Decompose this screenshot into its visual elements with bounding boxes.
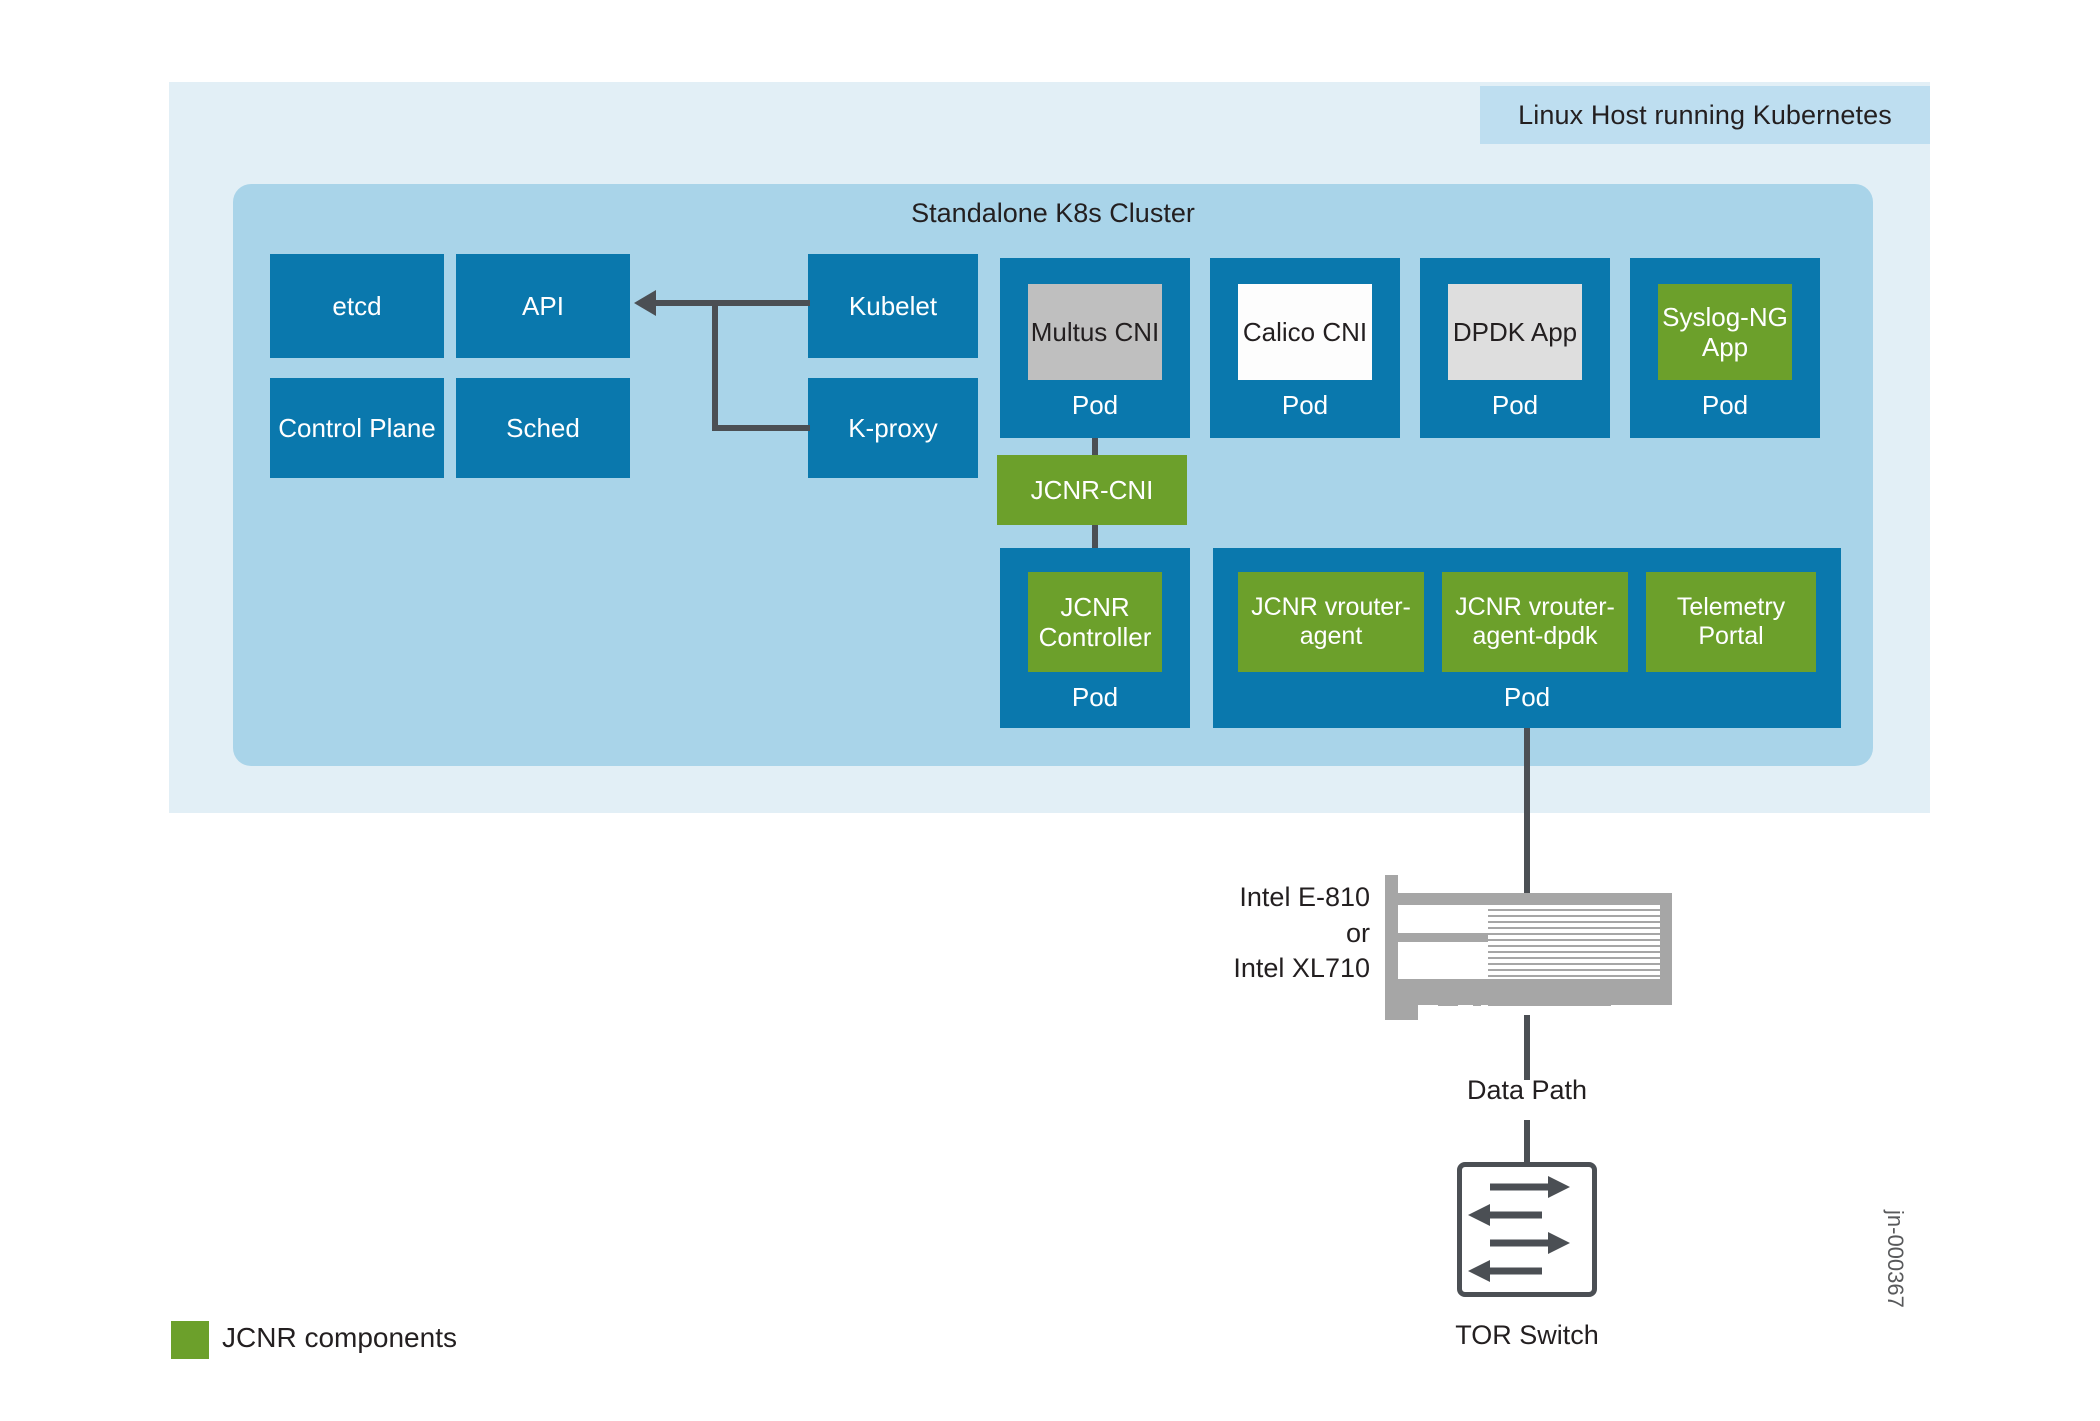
pod-multus-cni: Multus CNI Pod <box>1000 258 1190 438</box>
pod-caption: Pod <box>1071 682 1119 712</box>
component-etcd: etcd <box>270 254 444 358</box>
component-multus-cni: Multus CNI <box>1028 284 1162 380</box>
pod-jcnr-controller: JCNR Controller Pod <box>1000 548 1190 728</box>
pod-calico-cni: Calico CNI Pod <box>1210 258 1400 438</box>
connector-jcnr-cni-to-controller <box>1092 525 1098 550</box>
connector-multus-to-jcnr-cni <box>1092 438 1098 458</box>
nic-heatsink-icon <box>1488 905 1660 979</box>
arrowhead-to-api-icon <box>634 290 656 316</box>
pod-caption: Pod <box>1071 390 1119 420</box>
component-api: API <box>456 254 630 358</box>
nic-label-line2: or <box>1345 917 1370 948</box>
component-jcnr-cni: JCNR-CNI <box>997 455 1187 525</box>
tor-switch-icon <box>1457 1162 1597 1297</box>
connector-nic-to-datapath <box>1524 1015 1530 1080</box>
component-telemetry-portal: Telemetry Portal <box>1646 572 1816 672</box>
legend-label-jcnr: JCNR components <box>222 1322 457 1353</box>
legend-swatch-jcnr <box>171 1321 209 1359</box>
figure-id-watermark: jn-000367 <box>1883 1210 1908 1308</box>
data-path-label: Data Path <box>1466 1075 1588 1105</box>
connector-kubelet-to-api <box>655 300 810 306</box>
connector-datapath-to-tor <box>1524 1120 1530 1165</box>
component-syslog-ng-app: Syslog-NG App <box>1658 284 1792 380</box>
pod-caption: Pod <box>1281 390 1329 420</box>
pod-jcnr-vrouter: JCNR vrouter-agent JCNR vrouter-agent-dp… <box>1213 548 1841 728</box>
component-sched: Sched <box>456 378 630 478</box>
component-dpdk-app: DPDK App <box>1448 284 1582 380</box>
component-jcnr-controller: JCNR Controller <box>1028 572 1162 672</box>
component-control-plane: Control Plane <box>270 378 444 478</box>
tor-switch-arrows-icon <box>1468 1176 1570 1282</box>
pod-caption: Pod <box>1701 390 1749 420</box>
connector-pod-to-nic <box>1524 728 1530 896</box>
component-k-proxy: K-proxy <box>808 378 978 478</box>
tor-switch-label: TOR Switch <box>1455 1320 1599 1350</box>
nic-label-line3: Intel XL710 <box>1233 953 1370 984</box>
connector-kproxy-to-junction <box>712 425 810 431</box>
pod-caption: Pod <box>1491 390 1539 420</box>
nic-label-line1: Intel E-810 <box>1239 882 1370 912</box>
component-calico-cni: Calico CNI <box>1238 284 1372 380</box>
component-jcnr-vrouter-agent-dpdk: JCNR vrouter-agent-dpdk <box>1442 572 1628 672</box>
nic-card-icon <box>1385 875 1685 1020</box>
pod-syslog-ng-app: Syslog-NG App Pod <box>1630 258 1820 438</box>
pod-dpdk-app: DPDK App Pod <box>1420 258 1610 438</box>
pod-caption: Pod <box>1503 682 1551 712</box>
component-kubelet: Kubelet <box>808 254 978 358</box>
linux-host-title: Linux Host running Kubernetes <box>1518 99 1892 130</box>
component-jcnr-vrouter-agent: JCNR vrouter-agent <box>1238 572 1424 672</box>
linux-host-title-chip: Linux Host running Kubernetes <box>1480 86 1930 144</box>
nic-label: Intel E-810 or Intel XL710 <box>1150 880 1370 987</box>
k8s-cluster-title: Standalone K8s Cluster <box>911 198 1195 228</box>
connector-vertical-junction <box>712 300 718 431</box>
